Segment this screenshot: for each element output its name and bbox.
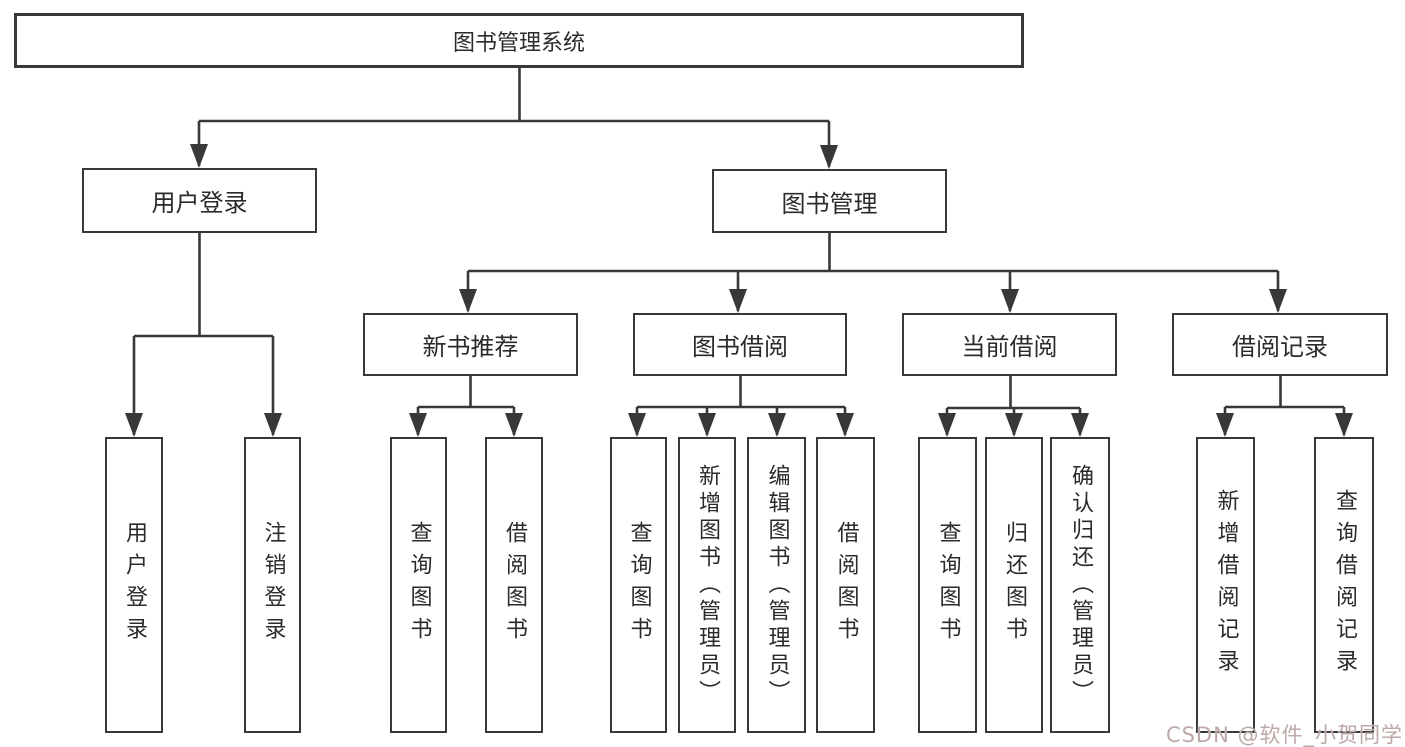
leaf-add-book-admin: 新增图书（管理员）	[678, 437, 736, 733]
leaf-query-borrow-record: 查询借阅记录	[1314, 437, 1374, 733]
edges-borrow-record	[1216, 376, 1353, 437]
leaf-edit-book-admin: 编辑图书（管理员）	[747, 437, 806, 733]
leaf-logout: 注销登录	[244, 437, 301, 733]
leaf-borrow-query-book-label: 查询图书	[626, 521, 652, 649]
node-book-borrow: 图书借阅	[633, 313, 847, 376]
leaf-user-login: 用户登录	[105, 437, 163, 733]
node-root-library-system: 图书管理系统	[14, 13, 1024, 68]
leaf-add-borrow-record-label: 新增借阅记录	[1213, 489, 1239, 681]
leaf-add-book-admin-label: 新增图书（管理员）	[695, 463, 720, 707]
leaf-borrow-book-label: 借阅图书	[833, 521, 859, 649]
leaf-borrow-query-book: 查询图书	[610, 437, 667, 733]
leaf-add-borrow-record: 新增借阅记录	[1196, 437, 1255, 733]
leaf-return-book-label: 归还图书	[1002, 521, 1027, 649]
edges-root	[190, 68, 838, 169]
leaf-return-book: 归还图书	[985, 437, 1043, 733]
edges-book-management	[459, 233, 1287, 313]
leaf-recommend-borrow-book-label: 借阅图书	[502, 521, 527, 649]
leaf-logout-label: 注销登录	[260, 521, 286, 649]
leaf-current-query-book-label: 查询图书	[935, 521, 961, 649]
edges-current-borrow	[938, 376, 1089, 437]
node-borrow-record: 借阅记录	[1172, 313, 1388, 376]
leaf-confirm-return-admin-label: 确认归还（管理员）	[1068, 463, 1093, 707]
csdn-watermark: CSDN @软件_小贺同学	[1165, 723, 1403, 747]
leaf-confirm-return-admin: 确认归还（管理员）	[1050, 437, 1110, 733]
leaf-user-login-label: 用户登录	[122, 521, 147, 649]
edges-book-borrow	[628, 376, 854, 437]
leaf-recommend-query-book-label: 查询图书	[406, 521, 432, 649]
leaf-borrow-book: 借阅图书	[816, 437, 875, 733]
leaf-query-borrow-record-label: 查询借阅记录	[1332, 489, 1357, 681]
node-new-book-recommend: 新书推荐	[363, 313, 578, 376]
leaf-current-query-book: 查询图书	[918, 437, 977, 733]
leaf-recommend-query-book: 查询图书	[390, 437, 447, 733]
leaf-edit-book-admin-label: 编辑图书（管理员）	[764, 463, 790, 707]
edges-new-book-recommend	[409, 376, 523, 437]
node-current-borrow: 当前借阅	[902, 313, 1117, 376]
edges-user-login	[125, 233, 282, 437]
leaf-recommend-borrow-book: 借阅图书	[485, 437, 543, 733]
node-user-login: 用户登录	[82, 168, 317, 233]
node-book-management: 图书管理	[712, 169, 947, 233]
